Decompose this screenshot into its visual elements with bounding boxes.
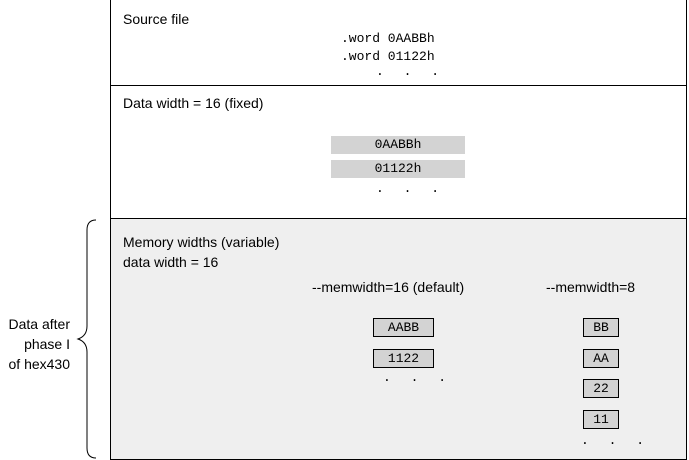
data-width-panel: Data width = 16 (fixed) 0AABBh 01122h . … <box>110 85 687 219</box>
memwidth-16-cell: 1122 <box>373 349 434 368</box>
source-ellipsis: . . . <box>376 64 446 79</box>
source-file-panel: Source file .word 0AABBh .word 01122h . … <box>110 0 687 86</box>
data-word-1: 0AABBh <box>331 136 465 154</box>
memory-data-width-label: data width = 16 <box>123 254 219 270</box>
memwidth-8-cell: BB <box>583 318 619 337</box>
memwidth-8-header: --memwidth=8 <box>546 279 636 295</box>
curly-brace-icon <box>76 219 97 459</box>
memwidth-8-cell: 22 <box>583 379 619 398</box>
memwidth-16-ellipsis: . . . <box>383 370 453 385</box>
memory-widths-panel: Memory widths (variable) data width = 16… <box>110 218 687 460</box>
memwidth-8-cell: 11 <box>583 410 619 429</box>
memory-widths-title: Memory widths (variable) <box>123 234 280 250</box>
data-word-2: 01122h <box>331 160 465 178</box>
side-label-line-1: Data after <box>8 316 70 332</box>
side-label-line-3: of hex430 <box>8 356 71 372</box>
memwidth-8-ellipsis: . . . <box>581 433 651 448</box>
data-ellipsis: . . . <box>376 181 446 196</box>
side-label-line-2: phase I <box>24 336 70 352</box>
source-line-1: .word 0AABBh <box>341 31 435 46</box>
memwidth-8-cell: AA <box>583 349 619 368</box>
data-width-title: Data width = 16 (fixed) <box>123 95 264 111</box>
source-file-title: Source file <box>123 11 190 27</box>
memwidth-16-header: --memwidth=16 (default) <box>312 279 465 295</box>
data-after-phase-label: Data after phase I of hex430 <box>0 314 71 374</box>
memwidth-16-cell: AABB <box>373 318 434 337</box>
source-line-2: .word 01122h <box>341 49 435 64</box>
